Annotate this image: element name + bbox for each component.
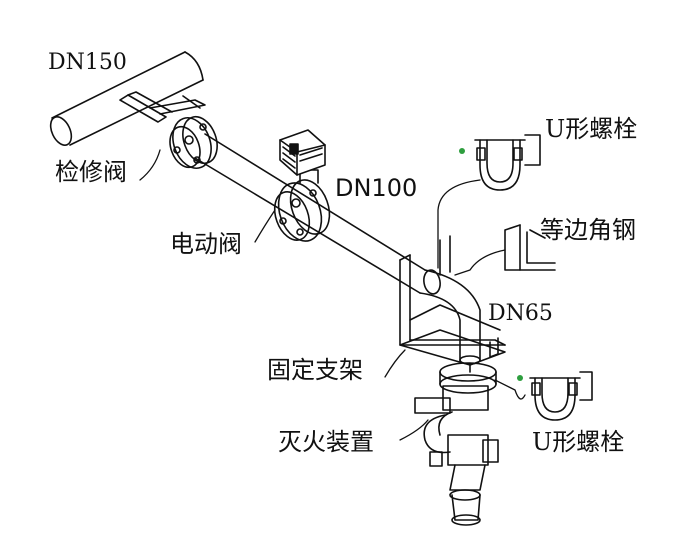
extinguishing-device-drawing [414,362,499,526]
label-inspection-valve: 检修阀 [55,158,127,186]
label-fixed-bracket: 固定支架 [267,356,363,384]
dn150-main-pipe [49,51,204,146]
angle-steel-drawing [504,224,556,271]
label-equal-angle-steel: 等边角钢 [540,216,636,244]
dn100-pipe [194,133,426,294]
fixed-bracket-drawing [399,235,506,366]
electric-valve-drawing [273,129,331,242]
label-dn100: DN100 [335,174,418,202]
marker-dot-bottom [517,375,523,381]
label-dn150: DN150 [48,50,127,75]
u-bolt-top-drawing [474,134,541,191]
label-electric-valve: 电动阀 [170,230,242,258]
elbow-and-dn65-pipe [419,269,481,365]
u-bolt-bottom-drawing [529,371,593,421]
marker-dot-top [459,148,465,154]
label-u-bolt-top: U形螺栓 [545,115,638,143]
leader-lines [139,149,526,441]
label-extinguishing-device: 灭火装置 [278,428,374,456]
label-u-bolt-bottom: U形螺栓 [532,428,625,456]
inspection-valve-drawing [119,91,218,169]
label-dn65: DN65 [488,301,553,326]
